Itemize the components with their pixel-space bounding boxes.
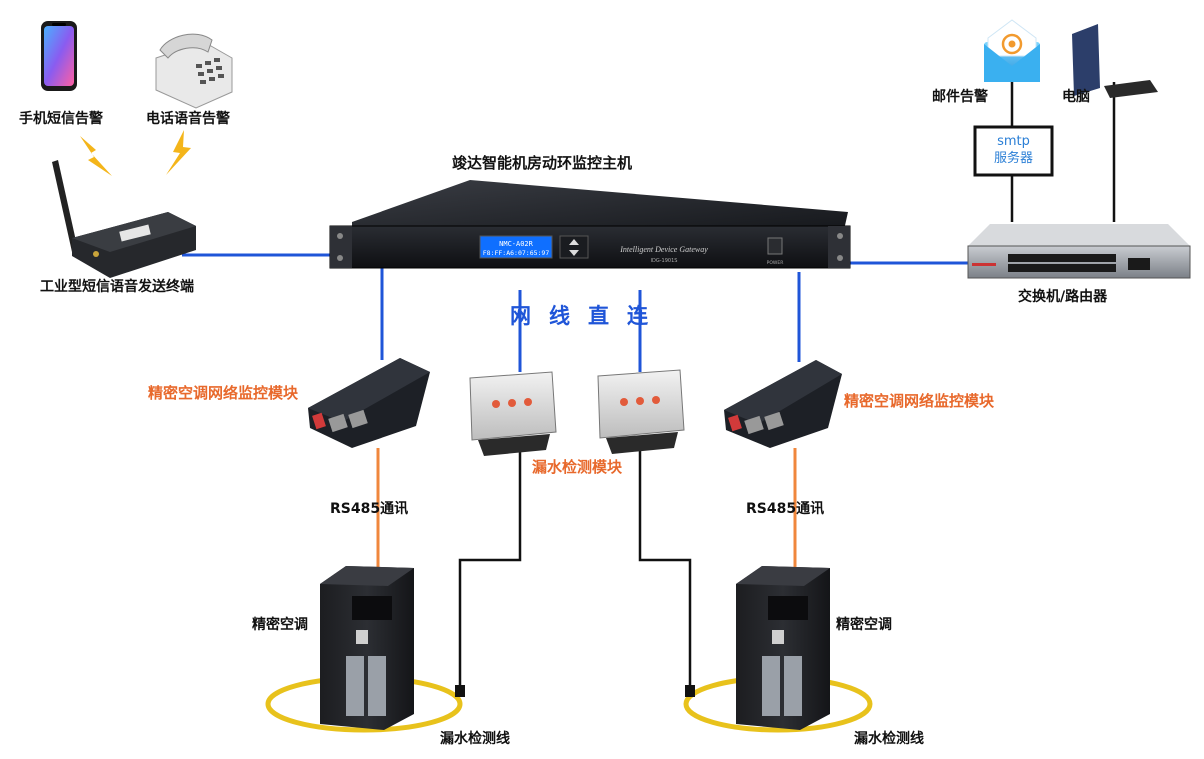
leak-wire-left [458,447,522,690]
lightning-icon-voice [166,130,191,175]
leak-line-right-label: 漏水检测线 [854,731,924,747]
main-gateway-device: NMC-A02R F8:FF:A6:07:65:97 Intelligent D… [329,180,851,269]
ac-left-label: 精密空调 [252,617,308,633]
power-button [767,237,783,255]
gsm-terminal-icon [52,160,196,278]
rs485-links [376,448,797,575]
ethernet-links [182,253,968,372]
leak-line-left-label: 漏水检测线 [440,731,510,747]
leak-sensor-plug-left-icon [455,685,465,697]
rs485-right-label: RS485通讯 [746,501,825,517]
leak-sensor-plug-right-icon [685,685,695,697]
smtp-label-line1: smtp [997,134,1030,149]
precision-ac-unit-right-icon [683,566,873,733]
panel-subtext: IDG-1901S [651,258,678,264]
gsm-terminal-label: 工业型短信语音发送终端 [40,279,194,295]
rs485-left-label: RS485通讯 [330,501,409,517]
leak-module-label: 漏水检测模块 [532,458,623,476]
leak-detector-module-right-icon [597,369,685,454]
lcd-line2: F8:FF:A6:07:65:97 [483,249,550,257]
computer-label: 电脑 [1062,89,1090,105]
leak-wire-right [638,447,692,690]
lcd-line1: NMC-A02R [499,240,534,248]
desk-phone-icon [155,33,233,109]
phone-alarm-label: 电话语音告警 [146,111,230,127]
ac-module-right-label: 精密空调网络监控模块 [844,392,995,410]
lightning-icon-sms [80,136,112,176]
precision-ac-unit-left-icon [265,566,463,733]
diagram-title: 竣达智能机房动环监控主机 [452,154,633,172]
ac-monitor-module-right-icon [724,360,842,448]
computer-icon [1072,24,1158,98]
sms-alarm-label: 手机短信告警 [19,111,103,127]
leak-wires [458,82,1116,690]
switch-label: 交换机/路由器 [1018,289,1108,305]
ac-module-left-label: 精密空调网络监控模块 [148,384,299,402]
ac-right-label: 精密空调 [836,617,892,633]
smtp-server-box [973,125,1054,177]
email-icon [984,19,1040,82]
connection-label: 网线直连 [510,304,666,328]
ac-monitor-module-left-icon [308,358,430,448]
smtp-label-line2: 服务器 [993,151,1033,166]
power-label: POWER [767,260,784,266]
network-switch-icon [967,224,1191,279]
leak-detector-module-left-icon [469,371,557,456]
smartphone-icon [41,21,77,91]
panel-text: Intelligent Device Gateway [619,245,708,254]
email-alarm-label: 邮件告警 [932,89,988,105]
lcd-screen [479,235,553,259]
